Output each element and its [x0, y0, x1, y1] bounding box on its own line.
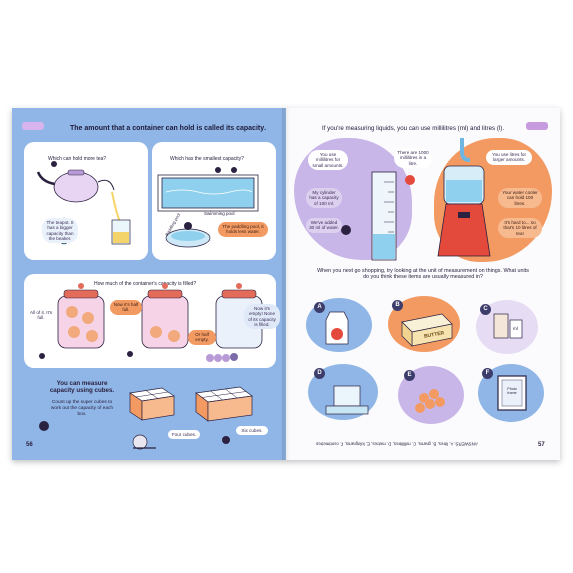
- item-d-label: D: [314, 368, 325, 379]
- jars-question: How much of the container's capacity is …: [94, 281, 197, 287]
- cubes-illustration: [39, 386, 253, 450]
- swimming-pool-label: Swimming pool: [204, 211, 235, 216]
- title-text: The amount that a container can hold is …: [70, 125, 237, 132]
- shopping-question: When you next go shopping, try looking a…: [317, 268, 529, 281]
- cubes-heading: You can measure capacity using cubes.: [49, 380, 115, 395]
- item-c-label: C: [480, 304, 491, 315]
- title-emphasis: capacity: [236, 125, 265, 132]
- box2-answer-bubble: Six cubes.: [236, 426, 268, 436]
- item-b-label: B: [392, 300, 403, 311]
- jar-half-empty-bubble: Or half empty.: [188, 330, 216, 345]
- cooler-bubble: Your water cooler can hold 100 litres.: [498, 188, 542, 208]
- title-suffix: .: [264, 125, 267, 132]
- jars-panel: How much of the container's capacity is …: [24, 274, 280, 368]
- thousand-ml-bubble: There are 1000 millilitres in a litre.: [394, 148, 432, 168]
- tea-bubble: It's hard to... so that's 10 litres of t…: [498, 218, 542, 238]
- litres-bubble: You use litres for larger amounts.: [486, 150, 532, 165]
- page-number-right: 57: [538, 442, 545, 448]
- book-spread: The amount that a container can hold is …: [12, 108, 560, 460]
- left-page-title: The amount that a container can hold is …: [70, 125, 266, 132]
- cylinder-bubble: My cylinder has a capacity of 100 ml.: [306, 188, 342, 208]
- teapot-note-bubble: The teapot. It has a bigger capacity tha…: [42, 218, 78, 244]
- pool-answer-bubble: The paddling pool, it holds less water.: [218, 222, 268, 237]
- items-illustration: [325, 311, 527, 415]
- right-page-title: If you're measuring liquids, you can use…: [322, 125, 505, 132]
- measuring-scene: [341, 138, 520, 261]
- item-f-label: F: [482, 368, 493, 379]
- poured-bubble: We've added 30 ml of water.: [306, 218, 342, 233]
- page-number-left: 56: [26, 442, 33, 448]
- left-page: The amount that a container can hold is …: [12, 108, 286, 460]
- jar-half-bubble: Now it's half full.: [110, 300, 142, 315]
- upside-down-answers: ANSWERS: A. litres, B. grams, C. millili…: [316, 441, 478, 447]
- page-tab: [22, 122, 44, 130]
- pool-question: Which has the smallest capacity?: [170, 156, 244, 162]
- pool-illustration: [157, 167, 259, 248]
- teapot-question: Which can hold more tea?: [48, 156, 107, 162]
- jar-empty-bubble: Now it's empty! None of its capacity is …: [244, 304, 280, 330]
- photo-frame-label: Photo frame: [507, 387, 517, 396]
- book-gutter: [282, 108, 290, 460]
- item-a-label: A: [314, 302, 325, 313]
- page-tab-right: [526, 122, 548, 130]
- item-c-text: ml: [513, 326, 518, 331]
- cubes-instruction: Count up the super cubes to work out the…: [50, 400, 114, 417]
- right-page: If you're measuring liquids, you can use…: [286, 108, 560, 460]
- box1-answer-bubble: Four cubes.: [168, 430, 200, 440]
- teapot-panel: Which can hold more tea? The teapot. It …: [24, 142, 148, 260]
- pool-panel: Which has the smallest capacity? Swimmin…: [152, 142, 276, 260]
- jar-full-bubble: All of it. It's full.: [26, 308, 56, 323]
- ml-bubble: You use millilitres for small amounts.: [308, 150, 348, 170]
- item-e-label: E: [404, 370, 415, 381]
